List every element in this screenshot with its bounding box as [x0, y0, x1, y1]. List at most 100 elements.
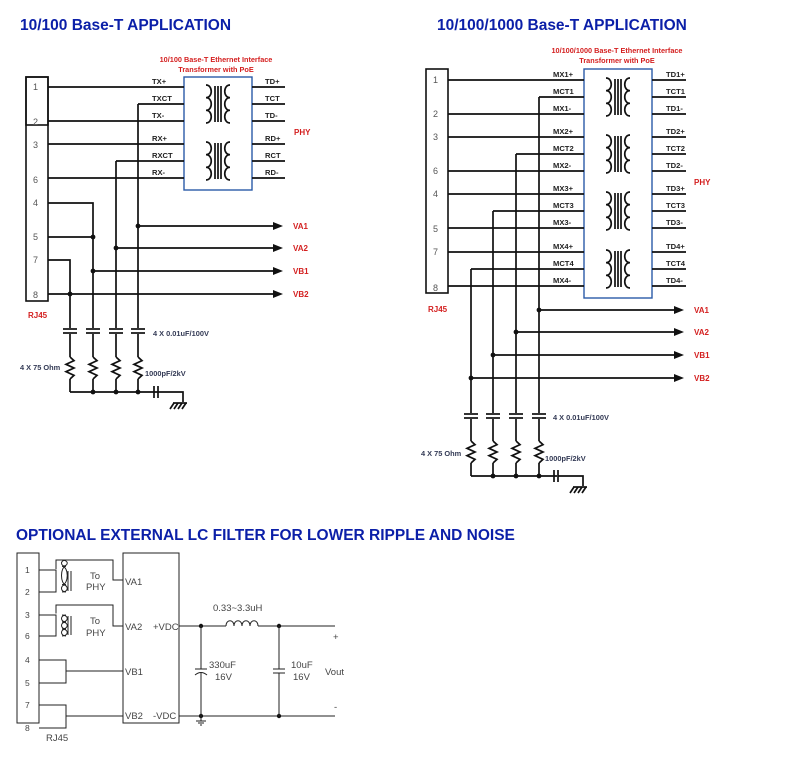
- pin-number: 6: [25, 631, 30, 641]
- junction-dot: [513, 473, 519, 479]
- vout-label: Vout: [325, 667, 344, 678]
- cap-note: 4 X 0.01uF/100V: [553, 413, 609, 422]
- poe-module-box: [122, 552, 180, 724]
- junction-dot: [135, 389, 141, 395]
- primary-signal-label: MX3-: [553, 218, 572, 227]
- rj45-connector-body: [25, 76, 49, 302]
- transformer-4-icon: [605, 249, 631, 289]
- primary-signal-label: MX1+: [553, 70, 574, 79]
- pin-number: 6: [433, 166, 438, 176]
- capacitor-icon: [63, 328, 77, 334]
- pin-number: 4: [33, 198, 38, 208]
- module-input-va2: VA2: [125, 622, 142, 633]
- to-phy-2-b: PHY: [86, 628, 106, 639]
- primary-winding: [605, 134, 613, 174]
- secondary-winding: [623, 249, 631, 289]
- pin-number: 4: [433, 189, 438, 199]
- junction-dot: [490, 352, 496, 358]
- res-note: 4 X 75 Ohm: [20, 363, 61, 372]
- ground-icon: [569, 486, 587, 494]
- gap: [463, 413, 479, 419]
- diagram-lc-filter: OPTIONAL EXTERNAL LC FILTER FOR LOWER RI…: [16, 527, 515, 744]
- pin-number: 8: [433, 283, 438, 293]
- diagram-10-100: 10/100 Base-T APPLICATION 10/100 Base-T …: [20, 17, 311, 410]
- ct-wire: [55, 604, 123, 627]
- transformer-caption-line1: 10/100/1000 Base-T Ethernet Interface: [551, 46, 682, 55]
- capacitor-icon: [509, 413, 523, 419]
- resistor-icon: [86, 356, 100, 380]
- junction-dot: [67, 291, 73, 297]
- cap2-voltage: 16V: [293, 672, 311, 683]
- pin-number: 8: [33, 290, 38, 300]
- primary-signal-label: MX4-: [553, 276, 572, 285]
- secondary-signal-label: TD-: [265, 111, 278, 120]
- ground-hatch: [573, 486, 579, 494]
- output-label-va1: VA1: [293, 222, 309, 231]
- to-phy-1-a: To: [90, 571, 100, 582]
- pin-number: 3: [25, 610, 30, 620]
- gap: [111, 357, 121, 379]
- resistor-icon: [109, 356, 123, 380]
- pin-number: 7: [25, 700, 30, 710]
- output-label-va2: VA2: [694, 328, 710, 337]
- pin-number: 3: [433, 132, 438, 142]
- transformer-icon: [61, 559, 72, 593]
- ct-wire: [55, 559, 123, 581]
- rj45-label: RJ45: [428, 305, 448, 314]
- secondary-signal-label: TD1+: [666, 70, 685, 79]
- primary-signal-label: RX+: [152, 134, 168, 143]
- secondary-winding: [61, 559, 67, 593]
- output-arrow-icon: [674, 351, 684, 359]
- pin-number: 1: [33, 82, 38, 92]
- capacitor-icon: [532, 413, 546, 419]
- primary-signal-label: MCT2: [553, 144, 574, 153]
- primary-signal-label: MX1-: [553, 104, 572, 113]
- secondary-signal-label: TD2+: [666, 127, 685, 136]
- ground-hatch: [181, 402, 187, 410]
- resistor-icon: [532, 440, 546, 464]
- module-output-pos: +VDC: [153, 622, 179, 633]
- capacitor-icon: [86, 328, 100, 334]
- ground-wire: [158, 391, 184, 402]
- primary-signal-label: MX4+: [553, 242, 574, 251]
- output-arrow-icon: [273, 222, 283, 230]
- primary-signal-label: MX2+: [553, 127, 574, 136]
- junction-dot: [113, 389, 119, 395]
- vout-plus: +: [333, 632, 339, 643]
- ground-hatch: [577, 486, 583, 494]
- rj45-label: RJ45: [46, 733, 68, 744]
- to-phy-2-a: To: [90, 616, 100, 627]
- junction-dot: [536, 307, 542, 313]
- transformer-caption-line2: Transformer with PoE: [178, 65, 254, 74]
- rj45-label: RJ45: [28, 311, 48, 320]
- junction-dot: [90, 268, 96, 274]
- secondary-signal-label: RD+: [265, 134, 281, 143]
- pin-number: 5: [433, 224, 438, 234]
- primary-winding: [61, 614, 68, 637]
- output-arrow-icon: [674, 328, 684, 336]
- output-arrow-icon: [273, 290, 283, 298]
- secondary-signal-label: TD4-: [666, 276, 683, 285]
- junction-dot: [113, 245, 119, 251]
- pin-number: 1: [25, 565, 30, 575]
- gap: [130, 328, 146, 334]
- diagram-10-100-1000: 10/100/1000 Base-T APPLICATION 10/100/10…: [421, 17, 711, 494]
- module-input-vb1: VB1: [125, 667, 143, 678]
- ground-hatch: [177, 402, 183, 410]
- gap: [108, 328, 124, 334]
- resistor-icon: [131, 356, 145, 380]
- junction-dot: [135, 223, 141, 229]
- secondary-signal-label: TD+: [265, 77, 280, 86]
- capacitor-icon: [109, 328, 123, 334]
- pin-number: 8: [25, 723, 30, 733]
- gap: [133, 357, 143, 379]
- resistor-icon: [464, 440, 478, 464]
- gap: [62, 328, 78, 334]
- output-arrow-icon: [273, 244, 283, 252]
- secondary-winding: [223, 141, 231, 181]
- secondary-signal-label: TD2-: [666, 161, 683, 170]
- transformer-box: [183, 76, 253, 191]
- to-phy-1-b: PHY: [86, 582, 106, 593]
- secondary-signal-label: RCT: [265, 151, 281, 160]
- secondary-signal-label: TCT1: [666, 87, 686, 96]
